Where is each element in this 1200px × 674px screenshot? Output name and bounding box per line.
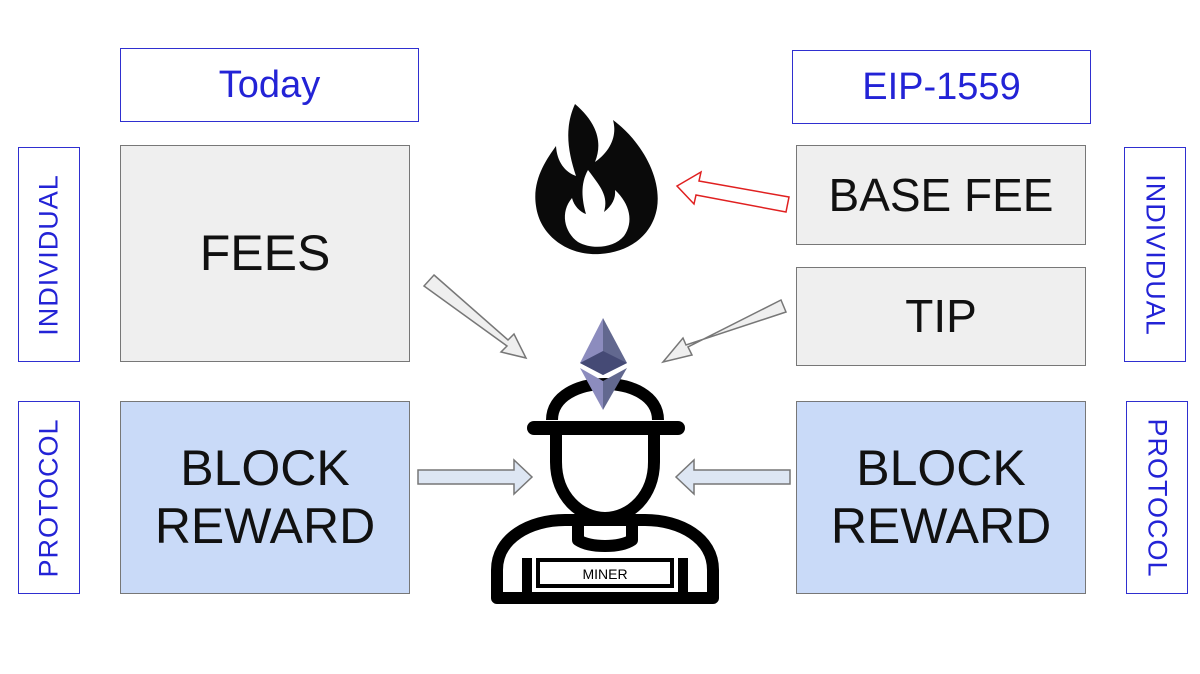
tip-label: TIP — [905, 290, 977, 343]
side-label-individual-left: INDIVIDUAL — [18, 147, 80, 362]
block-reward-box-left: BLOCK REWARD — [120, 401, 410, 594]
block-reward-line2: REWARD — [154, 497, 376, 554]
base-fee-box: BASE FEE — [796, 145, 1086, 245]
block-reward-line2: REWARD — [830, 497, 1052, 554]
miner-badge — [536, 558, 674, 588]
miner-badge-label: MINER — [582, 566, 628, 582]
header-eip1559-label: EIP-1559 — [862, 65, 1021, 108]
arrow-base-fee-to-fire — [675, 170, 790, 213]
fees-label: FEES — [199, 224, 331, 281]
block-reward-box-right: BLOCK REWARD — [796, 401, 1086, 594]
arrow-tip-to-miner — [660, 298, 788, 364]
header-today-label: Today — [218, 63, 321, 106]
block-reward-line1: BLOCK — [180, 440, 350, 496]
arrow-fees-to-miner — [422, 273, 528, 360]
side-label-individual-right: INDIVIDUAL — [1124, 147, 1186, 362]
fees-box: FEES — [120, 145, 410, 362]
side-label-protocol-left: PROTOCOL — [18, 401, 80, 594]
arrow-block-reward-right-to-miner — [674, 458, 791, 496]
side-label-protocol-right: PROTOCOL — [1126, 401, 1188, 594]
block-reward-line1: BLOCK — [856, 440, 1026, 496]
fire-icon — [535, 104, 658, 255]
tip-box: TIP — [796, 267, 1086, 366]
ethereum-logo-icon — [580, 318, 627, 410]
header-eip1559: EIP-1559 — [792, 50, 1091, 124]
arrow-block-reward-left-to-miner — [417, 458, 534, 496]
header-today: Today — [120, 48, 419, 122]
base-fee-label: BASE FEE — [828, 168, 1054, 221]
miner-icon — [491, 378, 719, 604]
